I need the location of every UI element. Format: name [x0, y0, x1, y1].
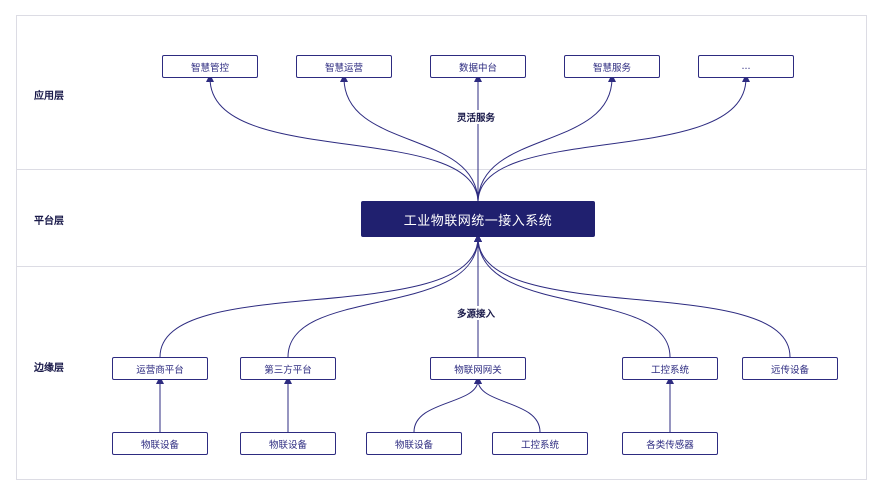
edge-node-industrial-control: 工控系统 — [622, 357, 718, 380]
edge-remote-to-core — [474, 234, 791, 358]
device-node-iot-3: 物联设备 — [366, 432, 462, 455]
layer-label-application: 应用层 — [34, 91, 64, 102]
edge-node-remote-device: 远传设备 — [742, 357, 838, 380]
label-flexible-service: 灵活服务 — [455, 110, 498, 124]
core-system: 工业物联网统一接入系统 — [361, 201, 595, 237]
layer-divider-lower — [17, 266, 866, 267]
app-node-more: ... — [698, 55, 794, 78]
edge-ics2-to-gateway — [474, 376, 541, 433]
app-node-smart-control: 智慧管控 — [162, 55, 258, 78]
app-node-smart-operation: 智慧运营 — [296, 55, 392, 78]
device-node-industrial-control: 工控系统 — [492, 432, 588, 455]
layer-label-edge: 边缘层 — [34, 363, 64, 374]
edge-thirdparty-to-core — [287, 234, 482, 358]
edge-node-operator-platform: 运营商平台 — [112, 357, 208, 380]
device-node-iot-2: 物联设备 — [240, 432, 336, 455]
app-node-data-platform: 数据中台 — [430, 55, 526, 78]
edge-operator-to-core — [159, 234, 482, 358]
edge-node-iot-gateway: 物联网网关 — [430, 357, 526, 380]
edge-core-to-app-5 — [477, 74, 750, 202]
device-node-sensors: 各类传感器 — [622, 432, 718, 455]
edge-device3-to-gateway — [413, 376, 482, 433]
app-node-smart-service: 智慧服务 — [564, 55, 660, 78]
layer-label-platform: 平台层 — [34, 216, 64, 227]
layer-divider-upper — [17, 169, 866, 170]
device-node-iot-1: 物联设备 — [112, 432, 208, 455]
edge-ics-to-core — [474, 234, 671, 358]
edge-core-to-app-4 — [477, 74, 616, 202]
edge-core-to-app-2 — [340, 74, 479, 202]
edge-core-to-app-1 — [206, 74, 479, 202]
diagram-frame — [16, 15, 867, 480]
edge-node-third-party-platform: 第三方平台 — [240, 357, 336, 380]
label-multi-source-access: 多源接入 — [455, 306, 498, 320]
